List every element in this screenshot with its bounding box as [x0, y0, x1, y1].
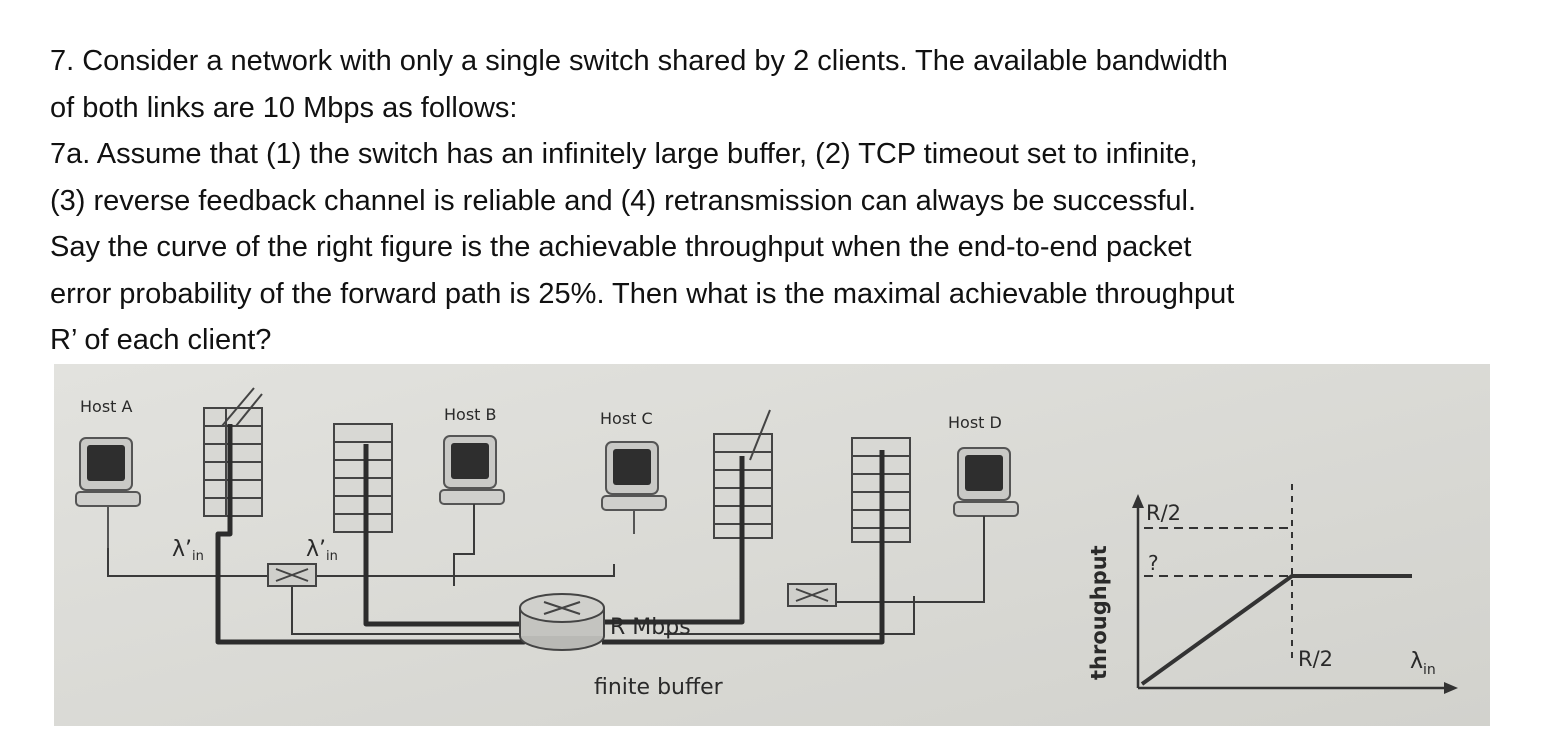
throughput-graph: throughput R/2 ? R/2 λin — [1087, 484, 1458, 694]
host-c-label: Host C — [600, 409, 653, 428]
host-d-label: Host D — [948, 413, 1002, 432]
graph-x-axis-arrow — [1444, 682, 1458, 694]
graph-x-label: λin — [1410, 649, 1436, 678]
host-a-computer-icon — [75, 437, 141, 548]
host-b-label: Host B — [444, 405, 497, 424]
question-line: (3) reverse feedback channel is reliable… — [50, 184, 1197, 217]
host-b-buffer-icon — [333, 423, 393, 533]
question-line: Say the curve of the right figure is the… — [50, 231, 1192, 263]
router-center-icon — [519, 593, 605, 651]
router-right-icon — [787, 583, 837, 607]
graph-y-tick-unknown: ? — [1148, 551, 1159, 575]
link-rate-label: R Mbps — [610, 615, 691, 640]
network-links — [107, 504, 985, 635]
graph-y-axis-arrow — [1132, 494, 1144, 508]
host-d-computer-icon — [953, 447, 1019, 517]
question-line: 7a. Assume that (1) the switch has an in… — [50, 138, 1198, 170]
lambda-label-left: λ’in — [172, 537, 204, 564]
host-a-buffer-icon — [203, 387, 263, 517]
question-line: error probability of the forward path is… — [50, 277, 1235, 310]
lambda-label-right: λ’in — [306, 537, 338, 564]
host-c-computer-icon — [601, 441, 667, 534]
question-line: of both links are 10 Mbps as follows: — [50, 91, 518, 124]
graph-y-tick-r2: R/2 — [1146, 501, 1181, 525]
question-text: 7. Consider a network with only a single… — [50, 38, 1520, 364]
router-left-icon — [267, 563, 317, 587]
question-line: 7. Consider a network with only a single… — [50, 45, 1228, 77]
question-line: R’ of each client? — [50, 324, 272, 356]
graph-throughput-curve — [1140, 574, 1412, 686]
network-figure-photo: Host A Host B Host C Host D λ’in λ’in R … — [54, 364, 1490, 726]
thick-flow-lines — [215, 424, 885, 645]
graph-x-tick-r2: R/2 — [1298, 647, 1333, 671]
graph-y-label: throughput — [1087, 545, 1111, 680]
finite-buffer-label: finite buffer — [594, 675, 724, 700]
host-b-computer-icon — [439, 435, 505, 505]
photo-background — [54, 364, 1490, 726]
host-a-label: Host A — [80, 397, 133, 416]
